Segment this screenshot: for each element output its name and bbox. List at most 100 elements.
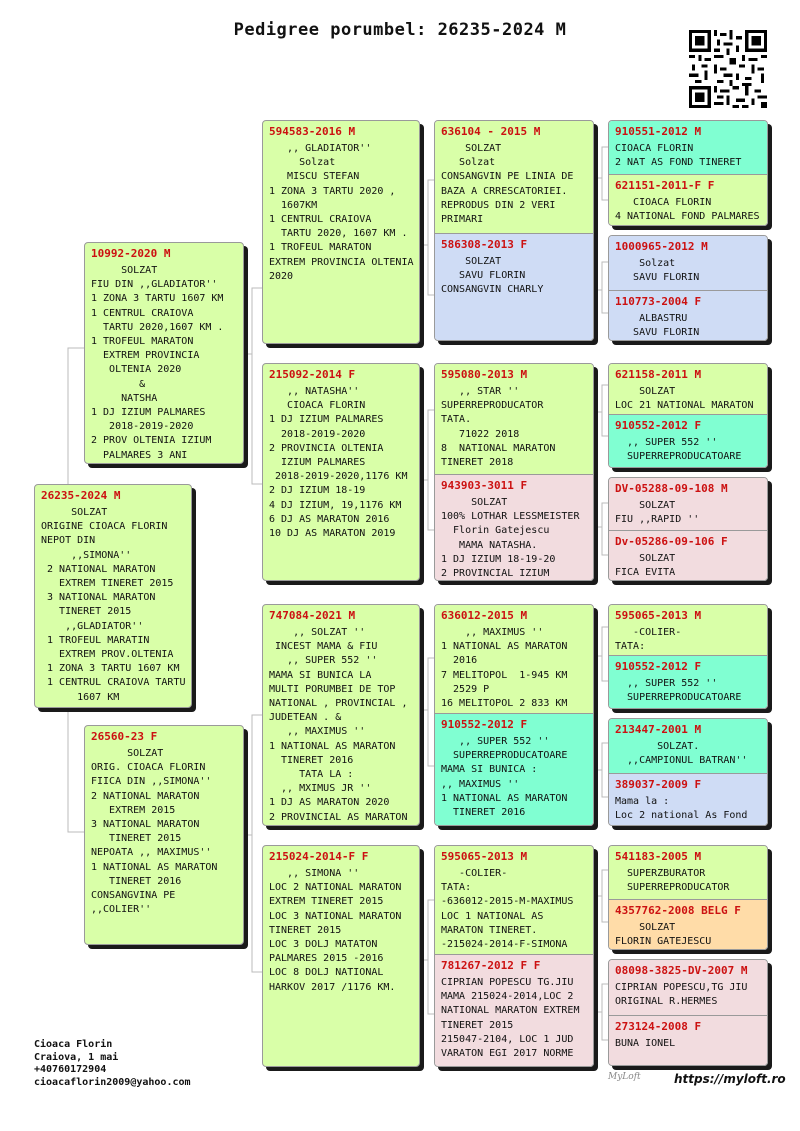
pigeon-card-sire-dam[interactable]: 215092-2014 F ,, NATASHA'' CIOACA FLORIN…: [262, 363, 420, 581]
pigeon-card-sire[interactable]: 10992-2020 M SOLZAT FIU DIN ,,GLADIATOR'…: [84, 242, 244, 464]
pigeon-card-g6[interactable]: 910552-2012 F ,, SUPER 552 '' SUPERREPRO…: [609, 414, 767, 467]
pigeon-group-gen5-5: 595065-2013 M -COLIER- TATA: 910552-2012…: [608, 604, 768, 709]
pigeon-details: ,, SUPER 552 '' SUPERREPRODUCATOARE: [627, 678, 742, 704]
pigeon-card-g16[interactable]: 273124-2008 F BUNA IONEL: [609, 1015, 767, 1065]
ring-number: 08098-3825-DV-2007 M: [615, 964, 748, 977]
ring-number: 110773-2004 F: [615, 295, 702, 308]
pigeon-details: SOLZAT ORIG. CIOACA FLORIN FIICA DIN ,,S…: [91, 748, 218, 916]
ring-number: 215092-2014 F: [269, 368, 356, 381]
ring-number: DV-05288-09-108 M: [615, 482, 728, 495]
ring-number: 636104 - 2015 M: [441, 125, 541, 138]
ring-number: 621151-2011-F F: [615, 179, 715, 192]
ring-number: 213447-2001 M: [615, 723, 702, 736]
pigeon-card-g1[interactable]: 910551-2012 M CIOACA FLORIN 2 NAT AS FON…: [609, 121, 767, 174]
pigeon-group-gen5-6: 213447-2001 M SOLZAT. ,,CAMPIONUL BATRAN…: [608, 718, 768, 826]
pigeon-card-g14[interactable]: 4357762-2008 BELG F SOLZAT FLORIN GATEJE…: [609, 899, 767, 949]
pigeon-card-dss[interactable]: 636012-2015 M ,, MAXIMUS '' 1 NATIONAL A…: [435, 605, 593, 713]
ring-number: 943903-3011 F: [441, 479, 528, 492]
pigeon-details: ,, STAR '' SUPERREPRODUCATOR TATA. 71022…: [441, 386, 556, 469]
pigeon-card-g15[interactable]: 08098-3825-DV-2007 M CIPRIAN POPESCU,TG …: [609, 960, 767, 1015]
pigeon-details: ,, SOLZAT '' INCEST MAMA & FIU ,, SUPER …: [269, 627, 408, 823]
ring-number: 10992-2020 M: [91, 247, 171, 260]
pigeon-card-g4[interactable]: 110773-2004 F ALBASTRU SAVU FLORIN: [609, 290, 767, 340]
pigeon-card-g9[interactable]: 595065-2013 M -COLIER- TATA:: [609, 605, 767, 655]
pigeon-details: -COLIER- TATA: -636012-2015-M-MAXIMUS LO…: [441, 868, 574, 951]
pigeon-details: SOLZAT 100% LOTHAR LESSMEISTER Florin Ga…: [441, 497, 580, 580]
pigeon-card-dds[interactable]: 595065-2013 M -COLIER- TATA: -636012-201…: [435, 846, 593, 954]
pigeon-group-gen4-2: 595080-2013 M ,, STAR '' SUPERREPRODUCAT…: [434, 363, 594, 581]
pigeon-card-ssd[interactable]: 586308-2013 F SOLZAT SAVU FLORIN CONSANG…: [435, 233, 593, 340]
pigeon-details: ,, MAXIMUS '' 1 NATIONAL AS MARATON 2016…: [441, 627, 568, 710]
pigeon-details: ,, NATASHA'' CIOACA FLORIN 1 DJ IZIUM PA…: [269, 386, 408, 540]
ring-number: 389037-2009 F: [615, 778, 702, 791]
pigeon-details: ,, SUPER 552 '' SUPERREPRODUCATOARE MAMA…: [441, 736, 568, 819]
ring-number: Dv-05286-09-106 F: [615, 535, 728, 548]
pigeon-card-dam-sire[interactable]: 747084-2021 M ,, SOLZAT '' INCEST MAMA &…: [262, 604, 420, 826]
pigeon-details: SUPERZBURATOR SUPERREPRODUCATOR: [627, 868, 730, 894]
owner-name: Cioaca Florin: [34, 1039, 113, 1050]
ring-number: 621158-2011 M: [615, 368, 702, 381]
pigeon-card-g12[interactable]: 389037-2009 F Mama la : Loc 2 national A…: [609, 773, 767, 825]
pigeon-card-sss[interactable]: 636104 - 2015 M SOLZAT Solzat CONSANGVIN…: [435, 121, 593, 233]
page-title: Pedigree porumbel: 26235-2024 M: [233, 20, 567, 40]
pigeon-card-dam-dam[interactable]: 215024-2014-F F ,, SIMONA '' LOC 2 NATIO…: [262, 845, 420, 1067]
pigeon-card-g13[interactable]: 541183-2005 M SUPERZBURATOR SUPERREPRODU…: [609, 846, 767, 899]
pigeon-card-g5[interactable]: 621158-2011 M SOLZAT LOC 21 NATIONAL MAR…: [609, 364, 767, 414]
owner-email[interactable]: cioacaflorin2009@yahoo.com: [34, 1076, 191, 1088]
pigeon-card-dam[interactable]: 26560-23 F SOLZAT ORIG. CIOACA FLORIN FI…: [84, 725, 244, 945]
pigeon-card-g7[interactable]: DV-05288-09-108 M SOLZAT FIU ,,RAPID '': [609, 478, 767, 530]
pigeon-details: CIOACA FLORIN 2 NAT AS FOND TINERET: [615, 143, 742, 169]
pigeon-details: Mama la : Loc 2 national As Fond: [615, 796, 748, 822]
pigeon-details: CIOACA FLORIN 4 NATIONAL FOND PALMARES: [615, 197, 760, 223]
pigeon-card-g11[interactable]: 213447-2001 M SOLZAT. ,,CAMPIONUL BATRAN…: [609, 719, 767, 773]
pigeon-group-gen5-7: 541183-2005 M SUPERZBURATOR SUPERREPRODU…: [608, 845, 768, 950]
ring-number: 595065-2013 M: [441, 850, 528, 863]
ring-number: 595080-2013 M: [441, 368, 528, 381]
pigeon-group-gen5-3: 621158-2011 M SOLZAT LOC 21 NATIONAL MAR…: [608, 363, 768, 468]
pigeon-details: ,, GLADIATOR'' Solzat MISCU STEFAN 1 ZON…: [269, 143, 414, 282]
ring-number: 595065-2013 M: [615, 609, 702, 622]
pigeon-details: SOLZAT SAVU FLORIN CONSANGVIN CHARLY: [441, 256, 544, 296]
ring-number: 781267-2012 F F: [441, 959, 541, 972]
ring-number: 541183-2005 M: [615, 850, 702, 863]
ring-number: 1000965-2012 M: [615, 240, 708, 253]
pigeon-group-gen5-8: 08098-3825-DV-2007 M CIPRIAN POPESCU,TG …: [608, 959, 768, 1066]
pigeon-group-gen4-1: 636104 - 2015 M SOLZAT Solzat CONSANGVIN…: [434, 120, 594, 341]
pigeon-card-dsd[interactable]: 910552-2012 F ,, SUPER 552 '' SUPERREPRO…: [435, 713, 593, 825]
pigeon-details: SOLZAT Solzat CONSANGVIN PE LINIA DE BAZ…: [441, 143, 574, 226]
pigeon-card-g8[interactable]: Dv-05286-09-106 F SOLZAT FICA EVITA: [609, 530, 767, 580]
ring-number: 747084-2021 M: [269, 609, 356, 622]
qr-code-icon[interactable]: [688, 30, 768, 108]
pigeon-details: CIPRIAN POPESCU TG.JIU MAMA 215024-2014,…: [441, 977, 580, 1060]
ring-number: 636012-2015 M: [441, 609, 528, 622]
pigeon-details: CIPRIAN POPESCU,TG JIU ORIGINAL R.HERMES: [615, 982, 748, 1008]
pigeon-card-sdd[interactable]: 943903-3011 F SOLZAT 100% LOTHAR LESSMEI…: [435, 474, 593, 580]
ring-number: 910552-2012 F: [615, 660, 702, 673]
ring-number: 910552-2012 F: [441, 718, 528, 731]
ring-number: 4357762-2008 BELG F: [615, 904, 741, 917]
pigeon-details: SOLZAT FIU DIN ,,GLADIATOR'' 1 ZONA 3 TA…: [91, 265, 224, 461]
ring-number: 910552-2012 F: [615, 419, 702, 432]
pigeon-details: ,, SUPER 552 '' SUPERREPRODUCATOARE: [627, 437, 742, 463]
owner-contact: Cioaca Florin Craiova, 1 mai +4076017290…: [34, 1039, 191, 1089]
pigeon-details: SOLZAT FLORIN GATEJESCU: [615, 922, 712, 948]
pigeon-card-subject[interactable]: 26235-2024 M SOLZAT ORIGINE CIOACA FLORI…: [34, 484, 192, 708]
signature-logo: MyLoft: [608, 1072, 641, 1082]
ring-number: 273124-2008 F: [615, 1020, 702, 1033]
pigeon-details: SOLZAT LOC 21 NATIONAL MARATON: [615, 386, 754, 412]
pigeon-card-sds[interactable]: 595080-2013 M ,, STAR '' SUPERREPRODUCAT…: [435, 364, 593, 474]
ring-number: 26560-23 F: [91, 730, 158, 743]
website-link[interactable]: https://myloft.ro: [674, 1072, 786, 1086]
pigeon-card-sire-sire[interactable]: 594583-2016 M ,, GLADIATOR'' Solzat MISC…: [262, 120, 420, 344]
ring-number: 26235-2024 M: [41, 489, 121, 502]
pigeon-card-g2[interactable]: 621151-2011-F F CIOACA FLORIN 4 NATIONAL…: [609, 174, 767, 225]
pigeon-details: SOLZAT FIU ,,RAPID '': [615, 500, 700, 526]
pigeon-card-g10[interactable]: 910552-2012 F ,, SUPER 552 '' SUPERREPRO…: [609, 655, 767, 708]
pigeon-card-g3[interactable]: 1000965-2012 M Solzat SAVU FLORIN: [609, 236, 767, 290]
pigeon-group-gen5-2: 1000965-2012 M Solzat SAVU FLORIN 110773…: [608, 235, 768, 341]
owner-phone[interactable]: +40760172904: [34, 1064, 107, 1075]
pigeon-details: Solzat SAVU FLORIN: [633, 258, 700, 284]
pigeon-card-ddd[interactable]: 781267-2012 F F CIPRIAN POPESCU TG.JIU M…: [435, 954, 593, 1066]
ring-number: 594583-2016 M: [269, 125, 356, 138]
